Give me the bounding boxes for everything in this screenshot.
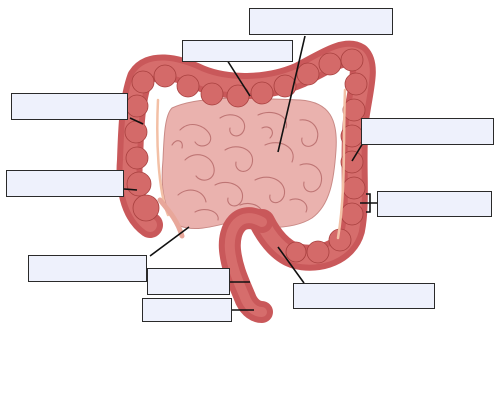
label-box-top-center[interactable]: [249, 8, 393, 35]
pointer-top-left-center: [226, 59, 251, 97]
label-box-left-lower[interactable]: [28, 255, 147, 282]
pointer-left-middle: [123, 188, 138, 191]
pointer-right-upper: [351, 142, 364, 162]
bracket-right-middle: [366, 193, 371, 213]
pointer-lines: [123, 35, 377, 311]
label-box-right-lower[interactable]: [293, 283, 435, 309]
pointer-top-center: [277, 35, 306, 153]
rectum: [218, 207, 273, 323]
small-intestine: [161, 97, 337, 229]
label-box-bottom-center[interactable]: [142, 298, 232, 322]
pointer-left-upper: [129, 117, 144, 125]
large-intestine: [116, 40, 376, 271]
label-box-left-upper[interactable]: [11, 93, 128, 120]
label-box-top-left-center[interactable]: [182, 40, 293, 62]
label-box-right-upper[interactable]: [361, 118, 494, 145]
pointer-right-lower: [277, 246, 305, 284]
label-box-right-middle[interactable]: [377, 191, 492, 217]
label-box-center-lower[interactable]: [147, 268, 230, 295]
pointer-left-lower: [149, 226, 190, 257]
label-box-left-middle[interactable]: [6, 170, 124, 197]
